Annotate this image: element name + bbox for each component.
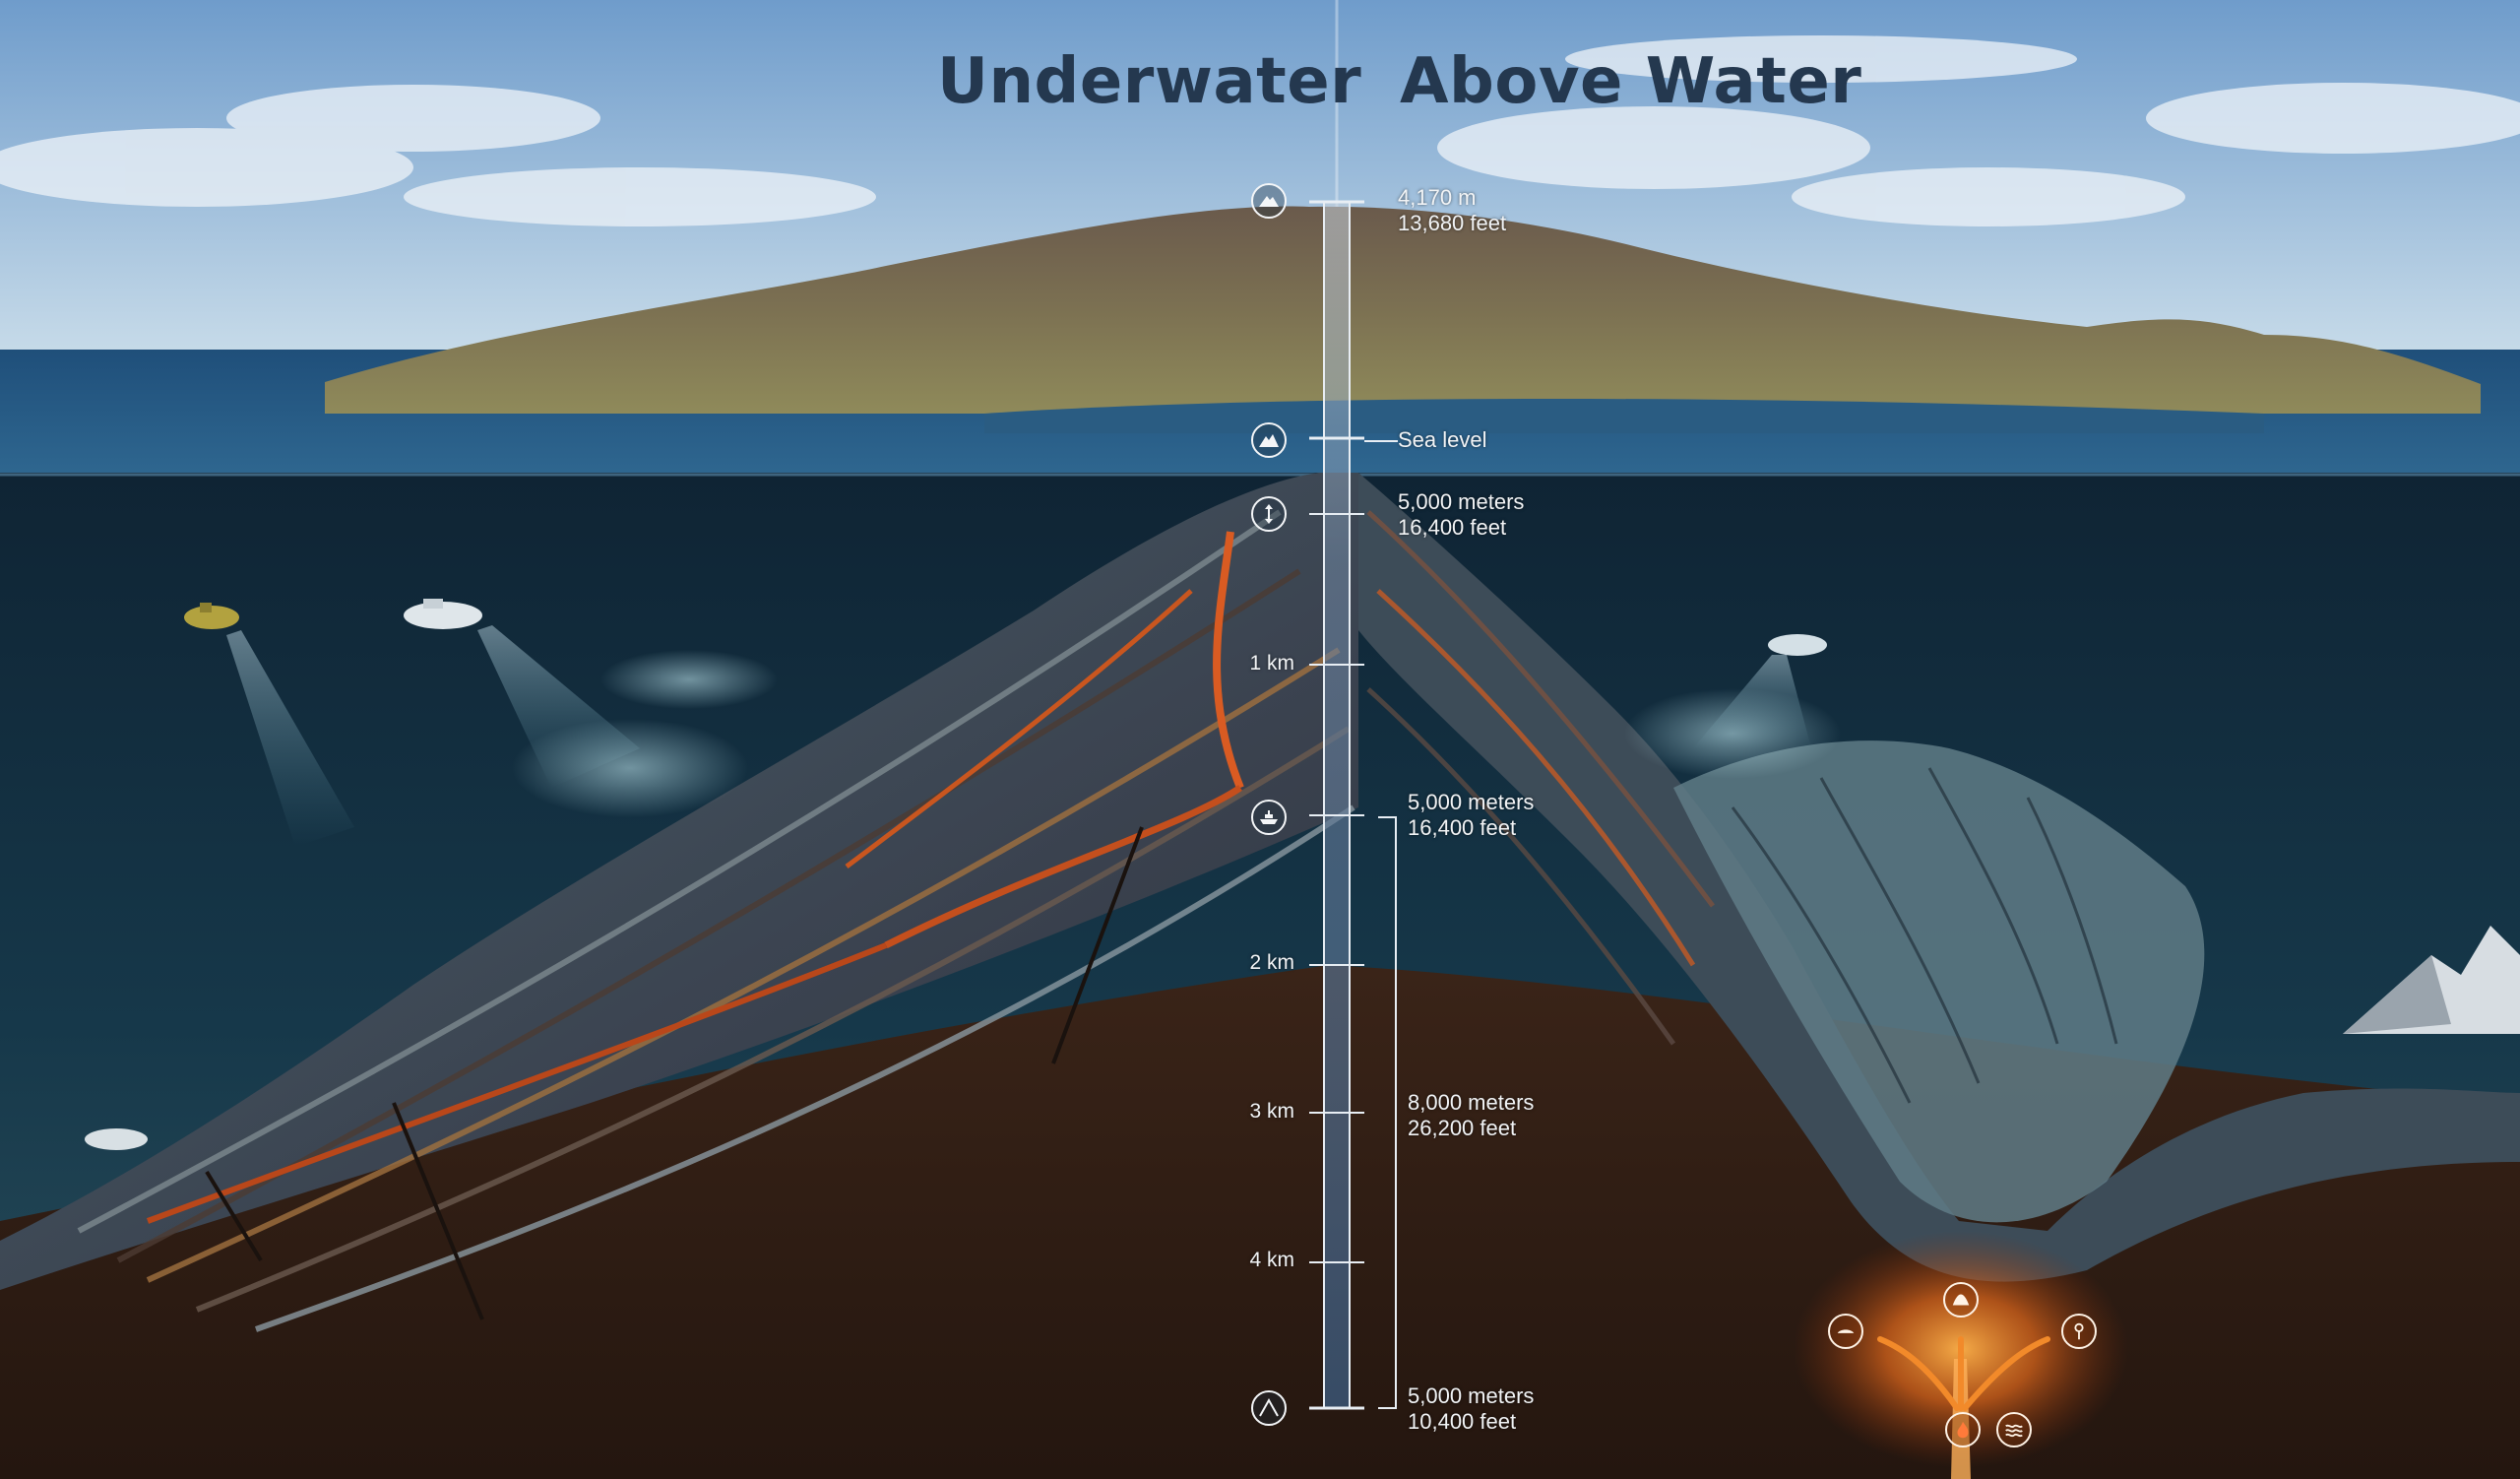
vertical-arrows-icon [1251, 496, 1287, 532]
depth-label-d: 5,000 meters 10,400 feet [1408, 1383, 1534, 1435]
trench-wall [1673, 740, 2205, 1223]
summit-feet: 13,680 feet [1398, 211, 1507, 235]
tick-label-4km: 4 km [1249, 1249, 1294, 1271]
tick-label-1km: 1 km [1249, 652, 1294, 675]
mountain-icon [1251, 422, 1287, 458]
sea-level-label: Sea level [1398, 427, 1487, 452]
fire-icon [1945, 1412, 1981, 1447]
island [325, 206, 2481, 414]
ship-icon [1251, 800, 1287, 835]
depth-a-feet: 16,400 feet [1398, 515, 1507, 540]
depth-d-feet: 10,400 feet [1408, 1409, 1517, 1434]
heading-underwater: Underwater [937, 45, 1362, 118]
heading-above-water: Above Water [1400, 45, 1862, 118]
trench-texture [1731, 767, 2118, 1104]
depth-label-c: 8,000 meters 26,200 feet [1408, 1090, 1534, 1141]
volcano-left-flank [0, 473, 1358, 1290]
geyser-icon [2061, 1314, 2097, 1349]
waves-icon [1996, 1412, 2032, 1447]
depth-b-feet: 16,400 feet [1408, 815, 1517, 840]
lava-veins [146, 531, 1244, 1224]
faults [205, 826, 1144, 1320]
submersible-yellow [184, 603, 239, 629]
tick-label-2km: 2 km [1249, 951, 1294, 974]
submersible-white-1 [404, 599, 482, 629]
depth-c-meters: 8,000 meters [1408, 1090, 1535, 1115]
depth-label-b: 5,000 meters 16,400 feet [1408, 790, 1534, 841]
heat-arrows [1877, 1336, 2050, 1411]
tick-label-3km: 3 km [1249, 1100, 1294, 1123]
summit-meters: 4,170 m [1398, 185, 1477, 210]
depth-c-feet: 26,200 feet [1408, 1116, 1517, 1140]
mountain-peak-icon [1251, 183, 1287, 219]
tent-outline-icon [1251, 1390, 1287, 1426]
volcano-icon [1943, 1282, 1979, 1318]
submersible-white-3 [85, 1128, 148, 1150]
submersible-white-2 [1768, 634, 1827, 656]
depth-d-meters: 5,000 meters [1408, 1383, 1535, 1408]
flame-hat-icon [1828, 1314, 1863, 1349]
depth-scale-bar [1323, 201, 1351, 1409]
scale-caps [1309, 200, 1364, 1410]
light-beam-1 [226, 630, 354, 847]
depth-b-meters: 5,000 meters [1408, 790, 1535, 814]
depth-label-a: 5,000 meters 16,400 feet [1398, 489, 1524, 541]
depth-a-meters: 5,000 meters [1398, 489, 1525, 514]
right-layer-lines [1366, 510, 1715, 1046]
scale-ticks [1309, 513, 1364, 1263]
summit-label: 4,170 m 13,680 feet [1398, 185, 1506, 236]
clouds [0, 35, 2520, 226]
depth-bracket [1378, 816, 1397, 1409]
